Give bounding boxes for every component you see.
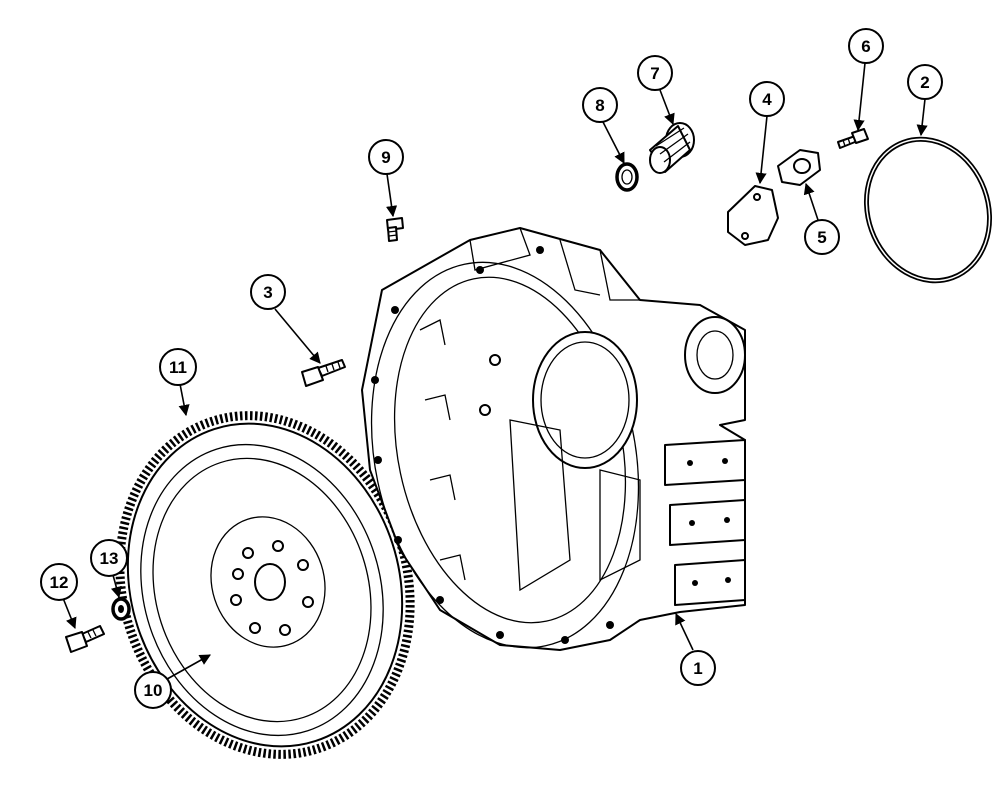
svg-text:2: 2	[920, 73, 929, 92]
leader-lines	[62, 62, 928, 684]
callout-1: 1	[680, 650, 716, 686]
bolt-3	[301, 359, 346, 387]
svg-text:13: 13	[100, 549, 119, 568]
seal-ring	[615, 162, 639, 192]
svg-text:3: 3	[263, 283, 272, 302]
svg-text:6: 6	[861, 37, 870, 56]
callout-8: 8	[582, 87, 618, 123]
cap-screw-6	[837, 128, 869, 149]
bolt-12	[65, 625, 105, 653]
svg-text:4: 4	[762, 90, 772, 109]
cover-plate	[727, 185, 779, 246]
svg-text:10: 10	[144, 681, 163, 700]
svg-text:8: 8	[595, 96, 604, 115]
callout-11: 11	[159, 348, 197, 386]
svg-text:12: 12	[50, 573, 69, 592]
washer	[111, 597, 131, 621]
svg-text:7: 7	[650, 64, 659, 83]
svg-text:5: 5	[817, 228, 826, 247]
gasket	[777, 149, 821, 186]
svg-text:9: 9	[381, 148, 390, 167]
callout-5: 5	[804, 219, 840, 255]
plug	[649, 122, 695, 174]
svg-text:11: 11	[169, 358, 187, 377]
callout-6: 6	[848, 28, 884, 64]
svg-text:1: 1	[693, 659, 702, 678]
callout-13: 13	[90, 539, 128, 577]
flywheel	[115, 411, 415, 759]
flywheel-housing	[361, 227, 746, 651]
callout-10: 10	[134, 671, 172, 709]
fitting	[386, 217, 404, 242]
o-ring	[863, 136, 993, 284]
callout-2: 2	[907, 64, 943, 100]
callout-4: 4	[749, 81, 785, 117]
callout-12: 12	[40, 563, 78, 601]
callout-3: 3	[250, 274, 286, 310]
callout-7: 7	[637, 55, 673, 91]
callout-9: 9	[368, 139, 404, 175]
